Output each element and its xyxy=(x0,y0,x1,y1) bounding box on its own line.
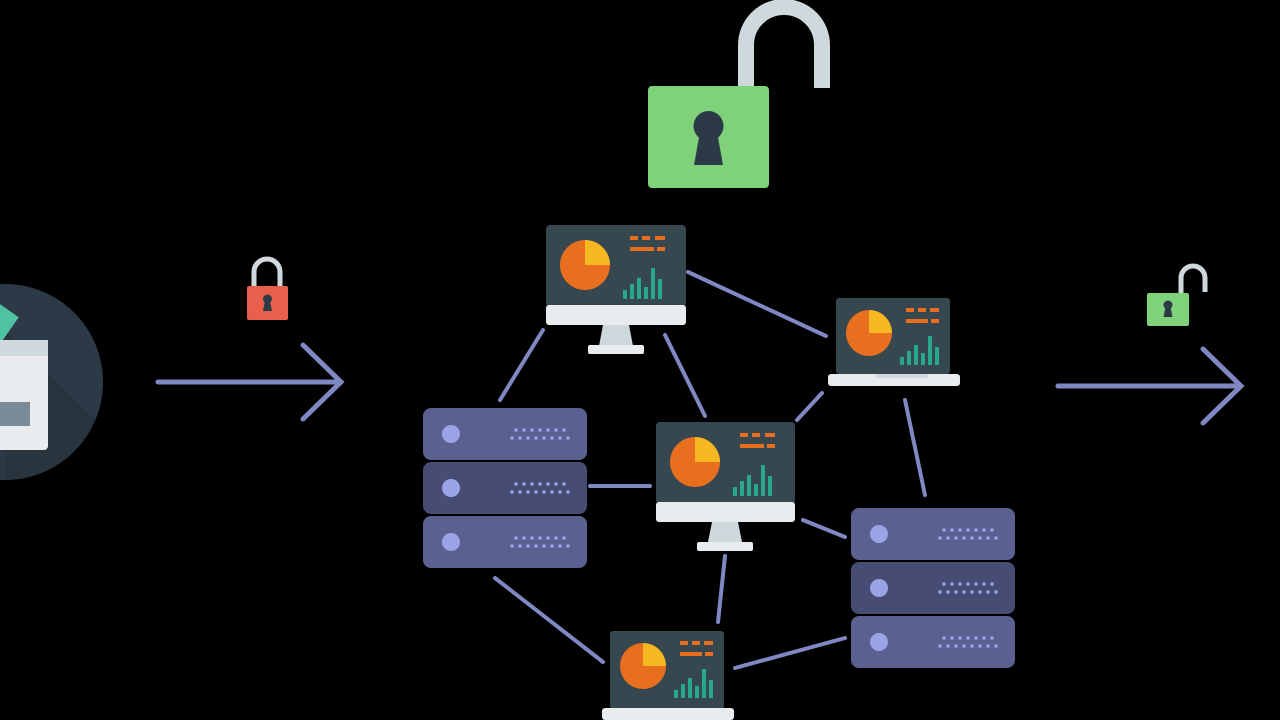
network-connections xyxy=(493,270,927,670)
unlocked-padlock-icon xyxy=(648,0,830,188)
connection-line xyxy=(733,636,847,670)
arrow-right-icon xyxy=(1055,346,1245,426)
connection-line xyxy=(493,576,605,664)
connection-line xyxy=(663,333,707,418)
connection-line xyxy=(903,398,927,497)
connection-line xyxy=(686,270,828,338)
server-rack-icon xyxy=(423,408,587,568)
desktop-monitor-icon xyxy=(656,422,795,551)
connection-line xyxy=(498,328,545,402)
server-rack-icon xyxy=(851,508,1015,668)
connection-line xyxy=(716,554,727,624)
arrow-right-icon xyxy=(155,342,345,422)
locked-padlock-icon xyxy=(247,256,288,320)
laptop-icon xyxy=(828,298,960,386)
laptop-icon xyxy=(602,631,734,720)
connection-line xyxy=(801,518,847,539)
connection-line xyxy=(795,391,824,422)
unlocked-padlock-icon xyxy=(1147,263,1208,326)
desktop-monitor-icon xyxy=(546,225,686,354)
